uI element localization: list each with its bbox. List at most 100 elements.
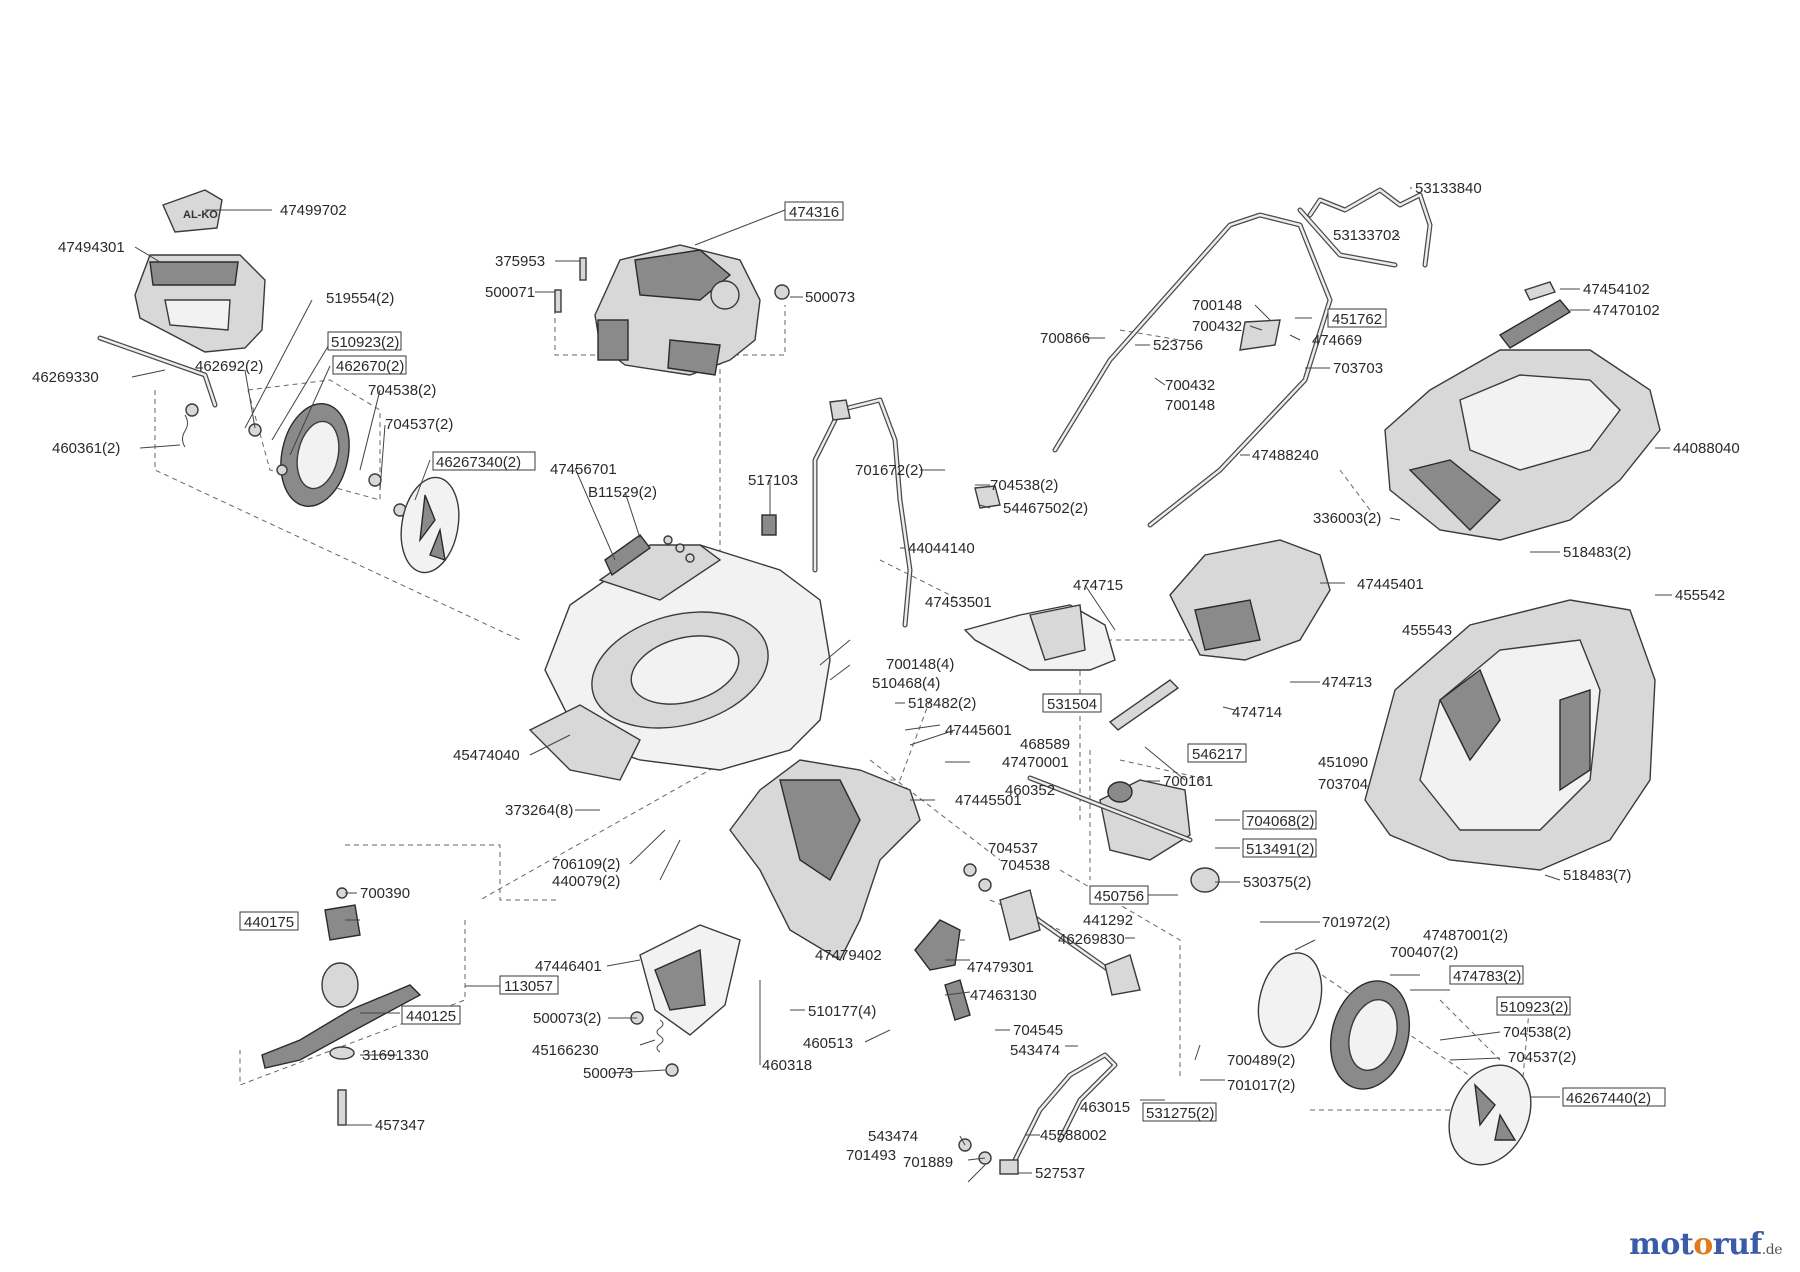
label-704538-mid: 704538(2) [990, 477, 1058, 494]
label-441292: 441292 [1083, 912, 1133, 929]
height-adjust-rod [97, 335, 218, 448]
label-510468: 510468(4) [872, 675, 940, 692]
drive-axle [999, 889, 1141, 996]
label-451090: 451090 [1318, 754, 1368, 771]
mulch-plug [963, 604, 1116, 671]
left-rear-wheel [248, 402, 407, 517]
label-31691330: 31691330 [362, 1047, 429, 1064]
boxed-label-531275: 531275(2) [1142, 1102, 1217, 1122]
boxed-label-440125: 440125 [401, 1005, 461, 1025]
left-wheel-cap [400, 476, 460, 574]
boxed-label-474316: 474316 [784, 201, 844, 221]
svg-text:46267340(2): 46267340(2) [436, 454, 521, 471]
label-46269330: 46269330 [32, 369, 99, 386]
leader-lines [131, 187, 1672, 1183]
label-701889: 701889 [903, 1154, 953, 1171]
label-45166230: 45166230 [532, 1042, 599, 1059]
label-701493: 701493 [846, 1147, 896, 1164]
boxed-label-513491: 513491(2) [1242, 838, 1317, 858]
brake-bail [1297, 187, 1433, 268]
labels: 47499702 47494301 519554(2) 510923(2) 46… [32, 180, 1740, 1182]
grass-catcher-bag [1364, 599, 1656, 871]
label-462692: 462692(2) [195, 358, 263, 375]
engine [594, 244, 761, 376]
v-belt [1108, 679, 1180, 731]
label-701672: 701672(2) [855, 462, 923, 479]
label-518482: 518482(2) [908, 695, 976, 712]
small-parts-front [914, 863, 992, 1165]
label-704537-right: 704537(2) [1508, 1049, 1576, 1066]
svg-text:46267440(2): 46267440(2) [1566, 1090, 1651, 1107]
label-457347: 457347 [375, 1117, 425, 1134]
label-463015: 463015 [1080, 1099, 1130, 1116]
boxed-label-474783: 474783(2) [1449, 965, 1524, 985]
label-455542: 455542 [1675, 587, 1725, 604]
label-500073-2: 500073(2) [533, 1010, 601, 1027]
svg-text:113057: 113057 [504, 978, 553, 995]
label-527537: 527537 [1035, 1165, 1085, 1182]
label-474714: 474714 [1232, 704, 1282, 721]
label-704538-right: 704538(2) [1503, 1024, 1571, 1041]
boxed-label-462670: 462670(2) [332, 355, 407, 375]
label-47445601: 47445601 [945, 722, 1012, 739]
label-47479402: 47479402 [815, 947, 882, 964]
label-47470102: 47470102 [1593, 302, 1660, 319]
label-500073-top: 500073 [805, 289, 855, 306]
right-rear-wheel [1329, 980, 1411, 1090]
mower-deck [528, 544, 831, 781]
svg-text:474783(2): 474783(2) [1453, 968, 1521, 985]
svg-text:704068(2): 704068(2) [1246, 813, 1314, 830]
label-47494301: 47494301 [58, 239, 125, 256]
catcher-handle [1498, 281, 1572, 349]
label-700148-bottom: 700148 [1165, 397, 1215, 414]
label-53133840: 53133840 [1415, 180, 1482, 197]
svg-text:531275(2): 531275(2) [1146, 1105, 1214, 1122]
gearbox [1027, 775, 1220, 893]
boxed-label-531504: 531504 [1042, 693, 1102, 713]
height-lever-front [999, 1052, 1118, 1175]
label-474669: 474669 [1312, 332, 1362, 349]
svg-text:510923(2): 510923(2) [331, 334, 399, 351]
label-703703: 703703 [1333, 360, 1383, 377]
label-460318: 460318 [762, 1057, 812, 1074]
spring-517103 [761, 514, 777, 536]
svg-text:450756: 450756 [1094, 888, 1144, 905]
label-44044140: 44044140 [908, 540, 975, 557]
label-700148-4: 700148(4) [886, 656, 954, 673]
control-panel [134, 254, 266, 353]
svg-text:546217: 546217 [1192, 746, 1242, 763]
boxed-label-450756: 450756 [1089, 885, 1149, 905]
label-703704: 703704 [1318, 776, 1368, 793]
label-704545: 704545 [1013, 1022, 1063, 1039]
label-336003: 336003(2) [1313, 510, 1381, 527]
svg-text:440175: 440175 [244, 914, 294, 931]
svg-text:451762: 451762 [1332, 311, 1382, 328]
engine-bolts [554, 257, 790, 313]
label-53133702: 53133702 [1333, 227, 1400, 244]
label-47479301: 47479301 [967, 959, 1034, 976]
boxed-label-704068: 704068(2) [1242, 810, 1317, 830]
boxed-label-510923-right: 510923(2) [1496, 996, 1571, 1016]
boxed-label-451762: 451762 [1327, 308, 1387, 328]
label-47463130: 47463130 [970, 987, 1037, 1004]
label-373264: 373264(8) [505, 802, 573, 819]
label-704538-left: 704538(2) [368, 382, 436, 399]
boxed-label-46267340: 46267340(2) [432, 451, 536, 471]
label-474713: 474713 [1322, 674, 1372, 691]
label-47446401: 47446401 [535, 958, 602, 975]
label-543474-bottom: 543474 [868, 1128, 918, 1145]
label-45474040: 45474040 [453, 747, 520, 764]
rear-flap-cover [1169, 539, 1331, 661]
label-B11529-text: B11529(2) [588, 484, 657, 501]
label-704537-mid: 704537 [988, 840, 1038, 857]
label-700432-top: 700432 [1192, 318, 1242, 335]
label-468589: 468589 [1020, 736, 1070, 753]
boxed-label-440175: 440175 [239, 911, 299, 931]
label-47454102: 47454102 [1583, 281, 1650, 298]
label-455543: 455543 [1402, 622, 1452, 639]
right-wheel-inner-cap [1257, 952, 1323, 1048]
label-704537-left: 704537(2) [385, 416, 453, 433]
label-700866: 700866 [1040, 330, 1090, 347]
label-47487001: 47487001(2) [1423, 927, 1508, 944]
